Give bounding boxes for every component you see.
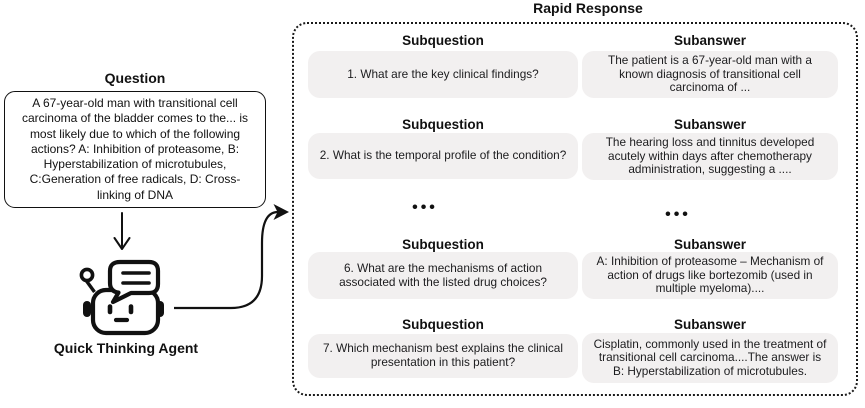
- subquestion-header-4: Subquestion: [402, 317, 484, 332]
- subanswer-box-3: A: Inhibition of proteasome – Mechanism …: [582, 252, 838, 299]
- subquestion-header-1: Subquestion: [402, 33, 484, 48]
- question-header: Question: [104, 70, 166, 86]
- subanswer-header-2: Subanswer: [673, 117, 747, 132]
- question-text: A 67-year-old man with transitional cell…: [21, 96, 249, 202]
- question-box: A 67-year-old man with transitional cell…: [4, 91, 266, 209]
- antenna-icon: [79, 267, 96, 293]
- robot-head: [90, 287, 161, 336]
- agent-label: Quick Thinking Agent: [53, 340, 199, 356]
- connector-arrow: [174, 204, 289, 310]
- subquestion-box-4: 7. Which mechanism best explains the cli…: [308, 334, 578, 378]
- subanswer-text-2: The hearing loss and tinnitus developed …: [605, 135, 815, 177]
- subanswer-header-3: Subanswer: [673, 237, 747, 252]
- subanswer-text-3: A: Inhibition of proteasome – Mechanism …: [596, 254, 824, 296]
- down-arrow-icon: [113, 212, 131, 250]
- subanswer-text-4: Cisplatin, commonly used in the treatmen…: [593, 336, 827, 378]
- subquestion-box-1: 1. What are the key clinical findings?: [308, 51, 578, 98]
- robot-agent-icon: [79, 259, 164, 336]
- subanswer-box-4: Cisplatin, commonly used in the treatmen…: [582, 333, 838, 383]
- panel-title: Rapid Response: [533, 0, 643, 16]
- subquestion-box-2: 2. What is the temporal profile of the c…: [308, 133, 578, 179]
- subquestion-header-2: Subquestion: [402, 117, 484, 132]
- speech-bubble-icon: [107, 259, 161, 305]
- rapid-response-panel: [292, 22, 858, 396]
- subquestion-text-3: 6. What are the mechanisms of action ass…: [339, 260, 547, 289]
- subanswer-header-1: Subanswer: [673, 33, 747, 48]
- subanswer-box-2: The hearing loss and tinnitus developed …: [582, 133, 838, 180]
- subanswer-text-1: The patient is a 67-year-old man with a …: [608, 53, 812, 95]
- subquestion-text-1: 1. What are the key clinical findings?: [347, 66, 539, 81]
- subanswer-header-4: Subanswer: [673, 317, 747, 332]
- subquestion-box-3: 6. What are the mechanisms of action ass…: [308, 252, 578, 299]
- ellipsis-subquestions: •••: [412, 199, 438, 216]
- subquestion-text-4: 7. Which mechanism best explains the cli…: [323, 341, 563, 369]
- subquestion-text-2: 2. What is the temporal profile of the c…: [319, 148, 567, 163]
- subanswer-box-1: The patient is a 67-year-old man with a …: [582, 51, 838, 98]
- ellipsis-subanswers: •••: [665, 206, 691, 223]
- subquestion-header-3: Subquestion: [402, 237, 484, 252]
